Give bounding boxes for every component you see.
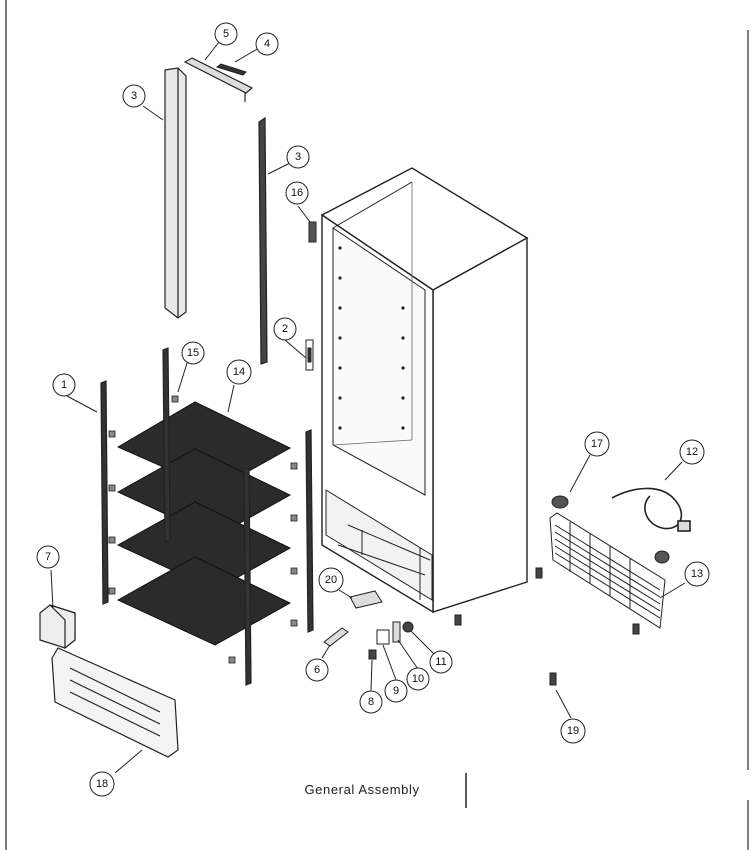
callout-label-13: 13: [691, 568, 703, 580]
callout-14: [226, 359, 252, 385]
callout-16: [285, 181, 309, 205]
callout-2: [273, 317, 297, 341]
callout-label-6: 6: [314, 664, 320, 676]
callout-label-17: 17: [591, 438, 603, 450]
callout-label-14: 14: [233, 366, 245, 378]
part-20: [349, 590, 383, 609]
callout-18: [89, 771, 115, 797]
callout-label-7: 7: [45, 551, 51, 563]
cabinet-holes: [338, 246, 405, 430]
callout-9: [384, 679, 408, 703]
callout-labels: 1 2 3 3 4 5 6 7 8 9 10 11 12 13 14 15 16…: [45, 28, 703, 790]
part-6: [323, 627, 349, 647]
callout-3a: [122, 84, 146, 108]
fan-parts-17: [551, 495, 670, 564]
power-cord-12: [611, 487, 691, 532]
callouts: [36, 22, 710, 797]
callout-label-3a: 3: [131, 90, 137, 102]
callout-label-8: 8: [368, 696, 374, 708]
callout-4: [255, 32, 279, 56]
leader-lines: [50, 41, 686, 774]
callout-19: [560, 718, 586, 744]
cabinet: [320, 167, 529, 614]
callout-label-4: 4: [264, 38, 270, 50]
callout-20: [318, 567, 344, 593]
part-10: [392, 621, 401, 643]
part-8: [368, 649, 377, 660]
callout-15: [181, 341, 205, 365]
callout-label-9: 9: [393, 685, 399, 697]
bracket-7: [39, 604, 76, 650]
callout-5: [214, 22, 238, 46]
shelves-14: [116, 401, 292, 646]
rail-3-right: [258, 116, 268, 365]
callout-label-19: 19: [567, 725, 579, 737]
top-bracket-5: [183, 57, 254, 102]
part-2: [305, 339, 314, 371]
callout-label-12: 12: [686, 446, 698, 458]
diagram-caption: General Assembly: [304, 782, 420, 797]
grille-18: [51, 647, 179, 758]
callout-7: [36, 545, 60, 569]
callout-label-2: 2: [282, 323, 288, 335]
callout-label-20: 20: [325, 574, 337, 586]
callout-10: [406, 667, 430, 691]
callout-3b: [286, 145, 310, 169]
callout-label-5: 5: [223, 28, 229, 40]
part-11: [402, 621, 414, 633]
callout-13: [684, 561, 710, 587]
rail-3-left: [164, 67, 187, 319]
part-16: [308, 221, 317, 243]
callout-label-10: 10: [412, 673, 424, 685]
callout-label-3b: 3: [295, 151, 301, 163]
callout-label-1: 1: [61, 379, 67, 391]
callout-label-11: 11: [435, 656, 446, 668]
clip-4: [215, 63, 247, 76]
callout-11: [429, 650, 453, 674]
callout-8: [359, 690, 383, 714]
shelf-clips: [108, 395, 298, 664]
feet: [454, 567, 640, 686]
callout-12: [679, 439, 705, 465]
callout-6: [305, 658, 329, 682]
callout-label-18: 18: [96, 778, 108, 790]
callout-label-16: 16: [291, 187, 303, 199]
condenser-grille-13: [549, 512, 666, 629]
callout-1: [52, 373, 76, 397]
part-9: [376, 629, 390, 645]
shelf-standards-1: [100, 347, 314, 686]
callout-17: [584, 431, 610, 457]
callout-label-15: 15: [187, 347, 199, 359]
